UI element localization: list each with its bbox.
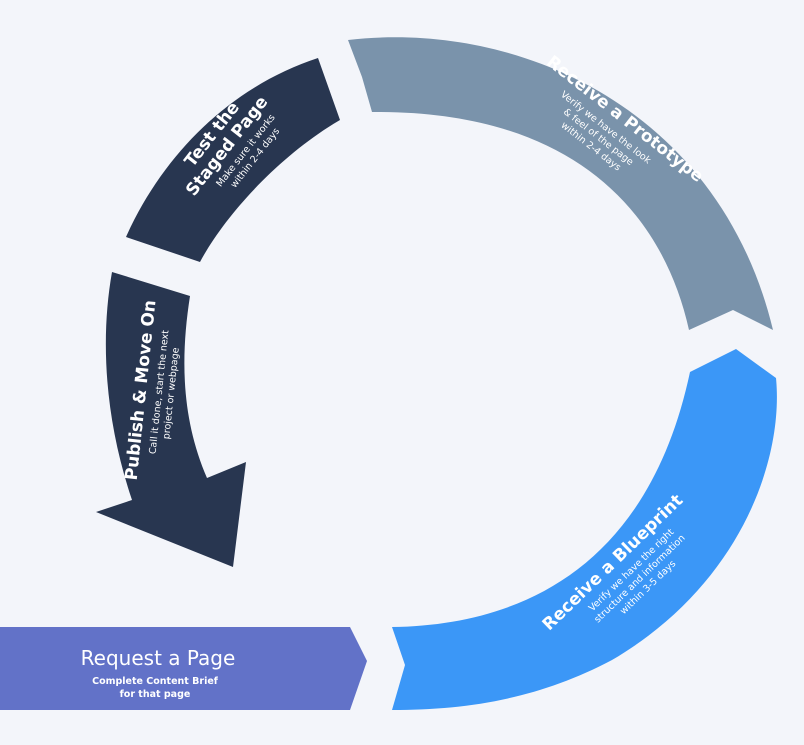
step-blueprint: Receive a Blueprint Verify we have the r… — [392, 349, 777, 710]
request-arrow-shape — [0, 627, 367, 710]
step-publish: Publish & Move On Call it done, start th… — [96, 272, 246, 567]
request-subtitle-line2: for that page — [120, 689, 191, 700]
publish-arrow-shape — [96, 272, 246, 567]
request-title: Request a Page — [81, 646, 236, 670]
step-staged: Test the Staged Page Make sure it works … — [126, 58, 340, 262]
blueprint-arc-shape — [392, 349, 777, 710]
request-subtitle-line1: Complete Content Brief — [92, 676, 219, 687]
staged-arc-shape — [126, 58, 340, 262]
step-prototype: Receive a Prototype Verify we have the l… — [348, 37, 773, 331]
prototype-arc-shape — [348, 37, 773, 331]
step-request: Request a Page Complete Content Brief fo… — [0, 627, 367, 710]
